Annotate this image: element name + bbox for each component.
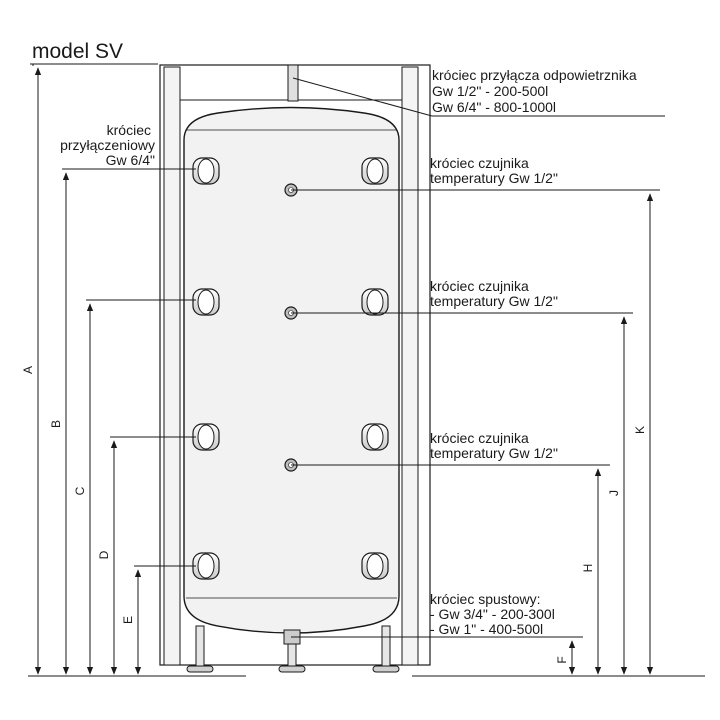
drain-line2: - Gw 3/4" - 200-300l — [430, 606, 555, 622]
vent-pipe — [287, 64, 299, 102]
sensor-mid-line1: króciec czujnika — [430, 278, 529, 294]
dim-label-j: J — [607, 490, 621, 496]
dim-label-f: F — [555, 656, 569, 663]
connection-label-line2: przyłączeniowy — [60, 137, 155, 153]
sensor-top-line2: temperatury Gw 1/2" — [430, 170, 558, 186]
vent-label-line2: Gw 1/2" - 200-500l — [432, 83, 548, 99]
tank-body — [183, 106, 400, 634]
leader-lines — [32, 64, 665, 638]
foot-mid — [278, 665, 306, 673]
drain-callout: króciec spustowy: - Gw 3/4" - 200-300l -… — [430, 591, 555, 637]
sensor-top-line1: króciec czujnika — [430, 155, 529, 171]
casing-right-post — [401, 66, 419, 666]
sensor-mid-line2: temperatury Gw 1/2" — [430, 293, 558, 309]
foot-left — [186, 665, 214, 673]
dim-label-h: H — [581, 564, 595, 573]
dim-label-b: B — [49, 420, 63, 428]
dim-label-d: D — [97, 550, 111, 559]
model-title: model SV — [32, 40, 123, 63]
connection-label-line3: Gw 6/4" — [106, 152, 155, 168]
dim-label-a: A — [21, 366, 35, 374]
connection-callout: króciec przyłączeniowy Gw 6/4" — [60, 122, 155, 168]
connection-pipes — [192, 157, 389, 580]
sensor-low-callout: króciec czujnika temperatury Gw 1/2" — [430, 430, 558, 461]
dim-label-e: E — [121, 616, 135, 624]
sensor-low-line1: króciec czujnika — [430, 430, 529, 446]
connection-label-line1: króciec — [107, 122, 151, 138]
sensor-low-line2: temperatury Gw 1/2" — [430, 445, 558, 461]
leg-left — [195, 625, 205, 667]
sensor-top-callout: króciec czujnika temperatury Gw 1/2" — [430, 155, 558, 186]
vent-label-line3: Gw 6/4" - 800-1000l — [432, 99, 556, 115]
casing-left-post — [163, 66, 181, 666]
vent-callout: króciec przyłącza odpowietrznika Gw 1/2"… — [432, 67, 637, 115]
foot-right — [372, 665, 400, 673]
sensor-mid-callout: króciec czujnika temperatury Gw 1/2" — [430, 278, 558, 309]
dimension-lines — [34, 67, 654, 675]
drain-line1: króciec spustowy: — [430, 591, 540, 607]
leg-right — [381, 625, 391, 667]
dim-label-c: C — [73, 486, 87, 495]
dim-label-k: K — [633, 426, 647, 434]
vent-label-line1: króciec przyłącza odpowietrznika — [432, 67, 637, 83]
drain-line3: - Gw 1" - 400-500l — [430, 621, 543, 637]
